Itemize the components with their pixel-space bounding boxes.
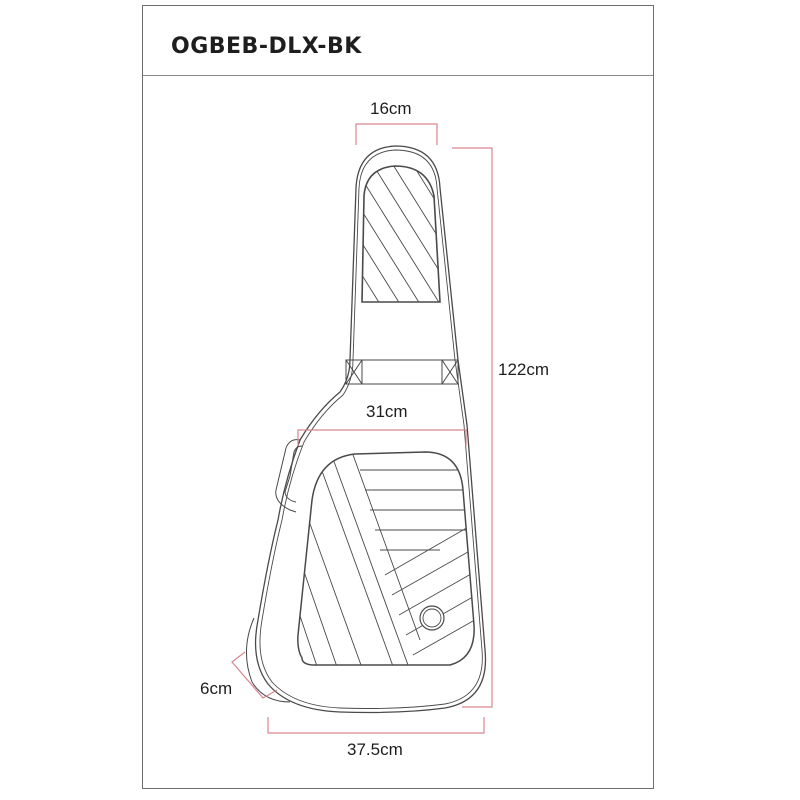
header: OGBEB-DLX-BK bbox=[143, 6, 653, 76]
headstock-pocket bbox=[361, 165, 441, 303]
dimension-lines bbox=[231, 123, 493, 734]
label-total-length: 122cm bbox=[498, 360, 550, 379]
label-headstock-width: 16cm bbox=[370, 99, 412, 118]
neck-strap-band bbox=[345, 359, 459, 385]
side-handle bbox=[275, 439, 303, 513]
body-pocket bbox=[297, 451, 475, 666]
label-depth: 6cm bbox=[200, 679, 233, 698]
label-upper-bout-width: 31cm bbox=[366, 402, 408, 421]
product-code-title: OGBEB-DLX-BK bbox=[171, 34, 362, 59]
spec-sheet-frame: OGBEB-DLX-BK bbox=[142, 5, 654, 789]
gusset-edge bbox=[245, 617, 291, 703]
bag-outline bbox=[254, 145, 487, 714]
dim-total-length bbox=[452, 147, 493, 708]
dim-upper-bout bbox=[297, 429, 467, 446]
dim-depth bbox=[231, 651, 278, 699]
dim-headstock-width bbox=[355, 123, 438, 145]
dim-lower-bout bbox=[267, 717, 485, 734]
label-lower-bout-width: 37.5cm bbox=[347, 740, 403, 759]
logo-badge-icon bbox=[419, 605, 445, 631]
